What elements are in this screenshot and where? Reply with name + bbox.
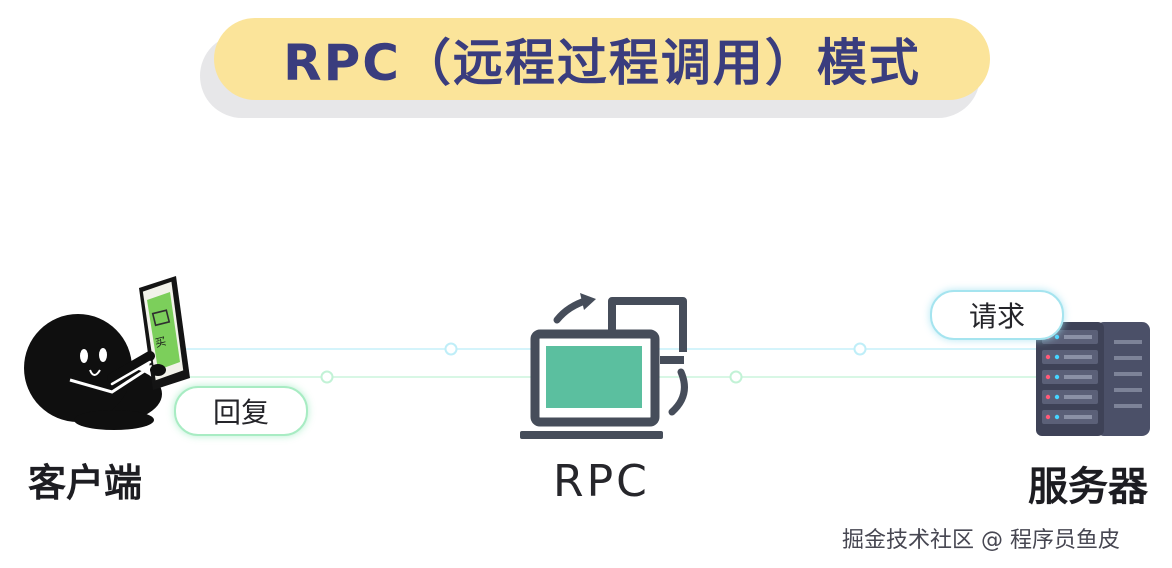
server-unit: [1042, 370, 1098, 384]
phone-icon: 买: [139, 276, 190, 390]
request-line-node: [444, 342, 458, 356]
server-label: 服务器: [1028, 464, 1148, 510]
server-rack-icon: [1036, 322, 1150, 436]
diagram-title: RPC（远程过程调用）模式: [283, 34, 921, 92]
client-character-icon: 买: [24, 276, 190, 430]
client-label: 客户端: [28, 461, 143, 505]
title-banner: RPC（远程过程调用）模式: [214, 18, 990, 100]
reply-line-node: [729, 370, 743, 384]
rpc-laptop-icon: [520, 293, 688, 439]
request-bubble: 请求: [930, 290, 1064, 340]
reply-label: 回复: [212, 396, 269, 429]
phone-screen-text: 买: [154, 335, 168, 350]
request-line-node: [853, 342, 867, 356]
rpc-label: RPC: [553, 456, 650, 507]
request-label: 请求: [968, 300, 1025, 333]
watermark: 掘金技术社区 @ 程序员鱼皮: [842, 528, 1120, 553]
reply-bubble: 回复: [174, 386, 308, 436]
server-unit: [1042, 350, 1098, 364]
reply-line-node: [320, 370, 334, 384]
server-unit: [1042, 410, 1098, 424]
server-unit: [1042, 390, 1098, 404]
